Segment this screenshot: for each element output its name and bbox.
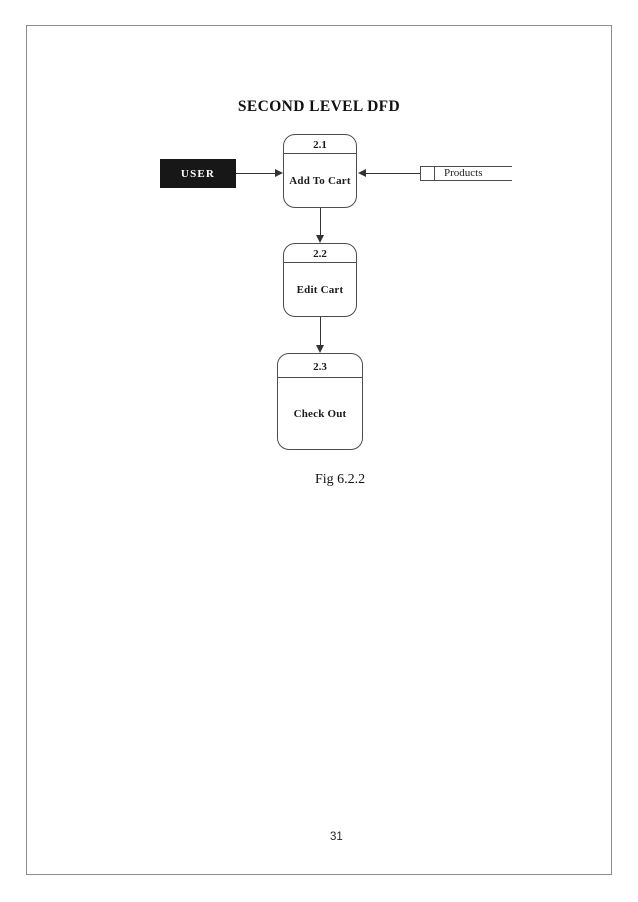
datastore-label: Products bbox=[444, 167, 483, 179]
process-id: 2.1 bbox=[284, 135, 356, 154]
flow-user-to-addtocart-line bbox=[236, 173, 275, 174]
external-entity-user: USER bbox=[160, 159, 236, 188]
process-id: 2.2 bbox=[284, 244, 356, 263]
process-edit-cart: 2.2 Edit Cart bbox=[283, 243, 357, 317]
process-label: Check Out bbox=[293, 407, 347, 420]
flow-editcart-to-checkout-line bbox=[320, 317, 321, 345]
process-label: Edit Cart bbox=[296, 283, 344, 296]
datastore-id-box bbox=[420, 166, 435, 181]
page-number: 31 bbox=[330, 831, 343, 843]
process-check-out: 2.3 Check Out bbox=[277, 353, 363, 450]
flow-products-to-addtocart-arrowhead-icon bbox=[358, 169, 366, 177]
flow-addtocart-to-editcart-line bbox=[320, 208, 321, 236]
diagram-title: SECOND LEVEL DFD bbox=[237, 98, 401, 115]
flow-products-to-addtocart-line bbox=[366, 173, 420, 174]
figure-caption: Fig 6.2.2 bbox=[315, 472, 366, 487]
external-entity-label: USER bbox=[180, 167, 216, 180]
process-add-to-cart: 2.1 Add To Cart bbox=[283, 134, 357, 208]
datastore-products: Products bbox=[435, 166, 512, 181]
process-id: 2.3 bbox=[278, 354, 362, 378]
flow-editcart-to-checkout-arrowhead-icon bbox=[316, 345, 324, 353]
process-label: Add To Cart bbox=[289, 174, 351, 187]
flow-user-to-addtocart-arrowhead-icon bbox=[275, 169, 283, 177]
flow-addtocart-to-editcart-arrowhead-icon bbox=[316, 235, 324, 243]
